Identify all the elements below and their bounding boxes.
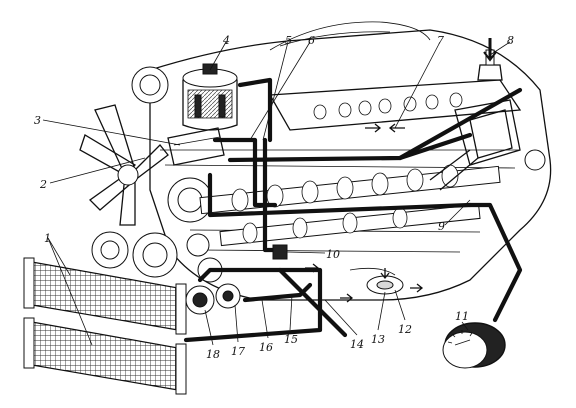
oil-sump-fitting: [349, 267, 404, 295]
oil-lines: [183, 77, 523, 343]
callout-11: 11: [455, 310, 469, 323]
callout-16: 16: [259, 341, 273, 354]
callout-17: 17: [231, 345, 245, 358]
callout-9: 9: [438, 220, 445, 233]
valve-cover: [268, 79, 522, 131]
callout-10: 10: [326, 248, 340, 261]
callout-1: 1: [44, 232, 51, 245]
leader-lines: [42, 41, 511, 346]
flow-arrows: [305, 123, 424, 303]
callout-8: 8: [507, 34, 514, 47]
callout-3: 3: [34, 114, 41, 127]
callout-2: 2: [39, 178, 47, 191]
callout-4: 4: [222, 34, 230, 47]
pressure-valve-icon: [272, 244, 288, 260]
oil-radiator-lower: [23, 317, 187, 395]
callout-14: 14: [350, 338, 364, 351]
oil-radiator-upper: [23, 257, 187, 335]
callout-5: 5: [285, 34, 292, 47]
piston-cutaway: [429, 99, 546, 191]
fan-icon: [79, 104, 169, 226]
pulleys: [91, 66, 213, 278]
camshaft: [199, 164, 501, 247]
callout-13: 13: [371, 333, 385, 346]
callout-15: 15: [284, 333, 298, 346]
callout-6: 6: [308, 34, 315, 47]
oil-pump-gears: [185, 233, 241, 315]
callout-7: 7: [437, 34, 444, 47]
breather-cap-icon: [477, 38, 503, 81]
oil-filter-icon: [182, 63, 238, 131]
callout-labels: 1 2 3 4 5 6 7 8 9 10 11 12 13 14 15 16 1…: [34, 34, 514, 361]
callout-12: 12: [398, 323, 412, 336]
oil-distributor-icon: [167, 127, 225, 166]
pressure-gauge-icon: [442, 322, 506, 369]
callout-18: 18: [206, 348, 220, 361]
